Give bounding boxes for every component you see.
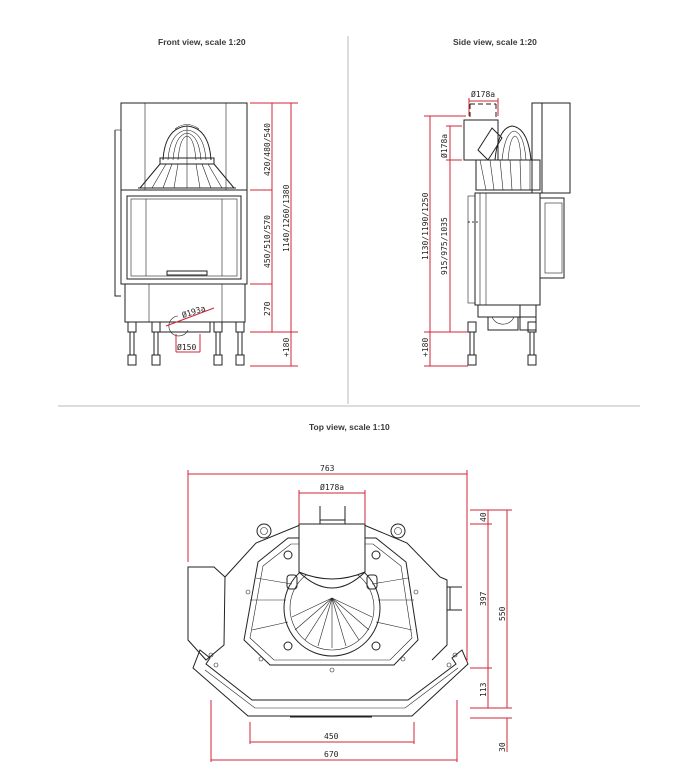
top-view-drawing: 763 Ø178a 40 397 550 113 30 450 670 (187, 464, 512, 762)
front-body (120, 189, 248, 285)
dim-side-flue-side: Ø178a (439, 134, 449, 158)
dim-top-30: 30 (498, 742, 507, 752)
top-front-plates (192, 649, 469, 717)
dim-top-113: 113 (479, 682, 488, 697)
front-dimension-lines (165, 102, 298, 367)
dim-top-front-450: 450 (324, 732, 339, 741)
dim-front-upper: 420/480/540 (263, 123, 272, 176)
door-handle (166, 270, 208, 276)
front-legs (127, 321, 245, 366)
front-side-strip (114, 130, 121, 297)
dim-front-air-inlet: Ø150 (177, 342, 196, 352)
side-rear-box (541, 102, 571, 194)
dim-top-flue: Ø178a (320, 482, 344, 492)
side-view-title: Side view, scale 1:20 (453, 37, 537, 47)
side-view-drawing: Ø178a Ø178a 1130/1190/1250 915/975/1035 … (421, 89, 571, 367)
dim-side-legs: +180 (421, 338, 430, 357)
dim-top-397: 397 (479, 591, 488, 606)
top-outer-shell (187, 566, 226, 661)
dim-front-flue-diag: Ø193a (181, 303, 207, 320)
dim-top-40: 40 (479, 512, 488, 522)
side-dimension-lines (424, 98, 499, 367)
dim-side-flue-top: Ø178a (471, 89, 495, 99)
lifting-eyes (256, 523, 406, 651)
dim-side-total: 1130/1190/1250 (421, 192, 430, 260)
dim-front-total: 1140/1260/1380 (282, 184, 291, 252)
front-view-title: Front view, scale 1:20 (158, 37, 246, 47)
front-glass-door (126, 195, 242, 280)
top-flue-collar (298, 523, 366, 580)
dim-front-base: 270 (263, 301, 272, 316)
burner-ribs (291, 597, 373, 648)
side-flue-connector (463, 119, 499, 161)
combustion-dome (138, 124, 236, 189)
front-hood (120, 102, 248, 191)
dim-top-width: 763 (320, 464, 335, 473)
dim-top-front-670: 670 (324, 750, 339, 759)
dim-front-legs: +180 (282, 338, 291, 357)
dim-top-550: 550 (498, 606, 507, 621)
top-view-title: Top view, scale 1:10 (309, 422, 390, 432)
dim-front-middle: 450/510/570 (263, 215, 272, 268)
dim-side-body: 915/975/1035 (440, 217, 449, 275)
front-view-drawing: 420/480/540 450/510/570 1140/1260/1380 2… (114, 102, 298, 367)
top-dimension-lines (187, 470, 512, 762)
side-body (474, 192, 541, 306)
